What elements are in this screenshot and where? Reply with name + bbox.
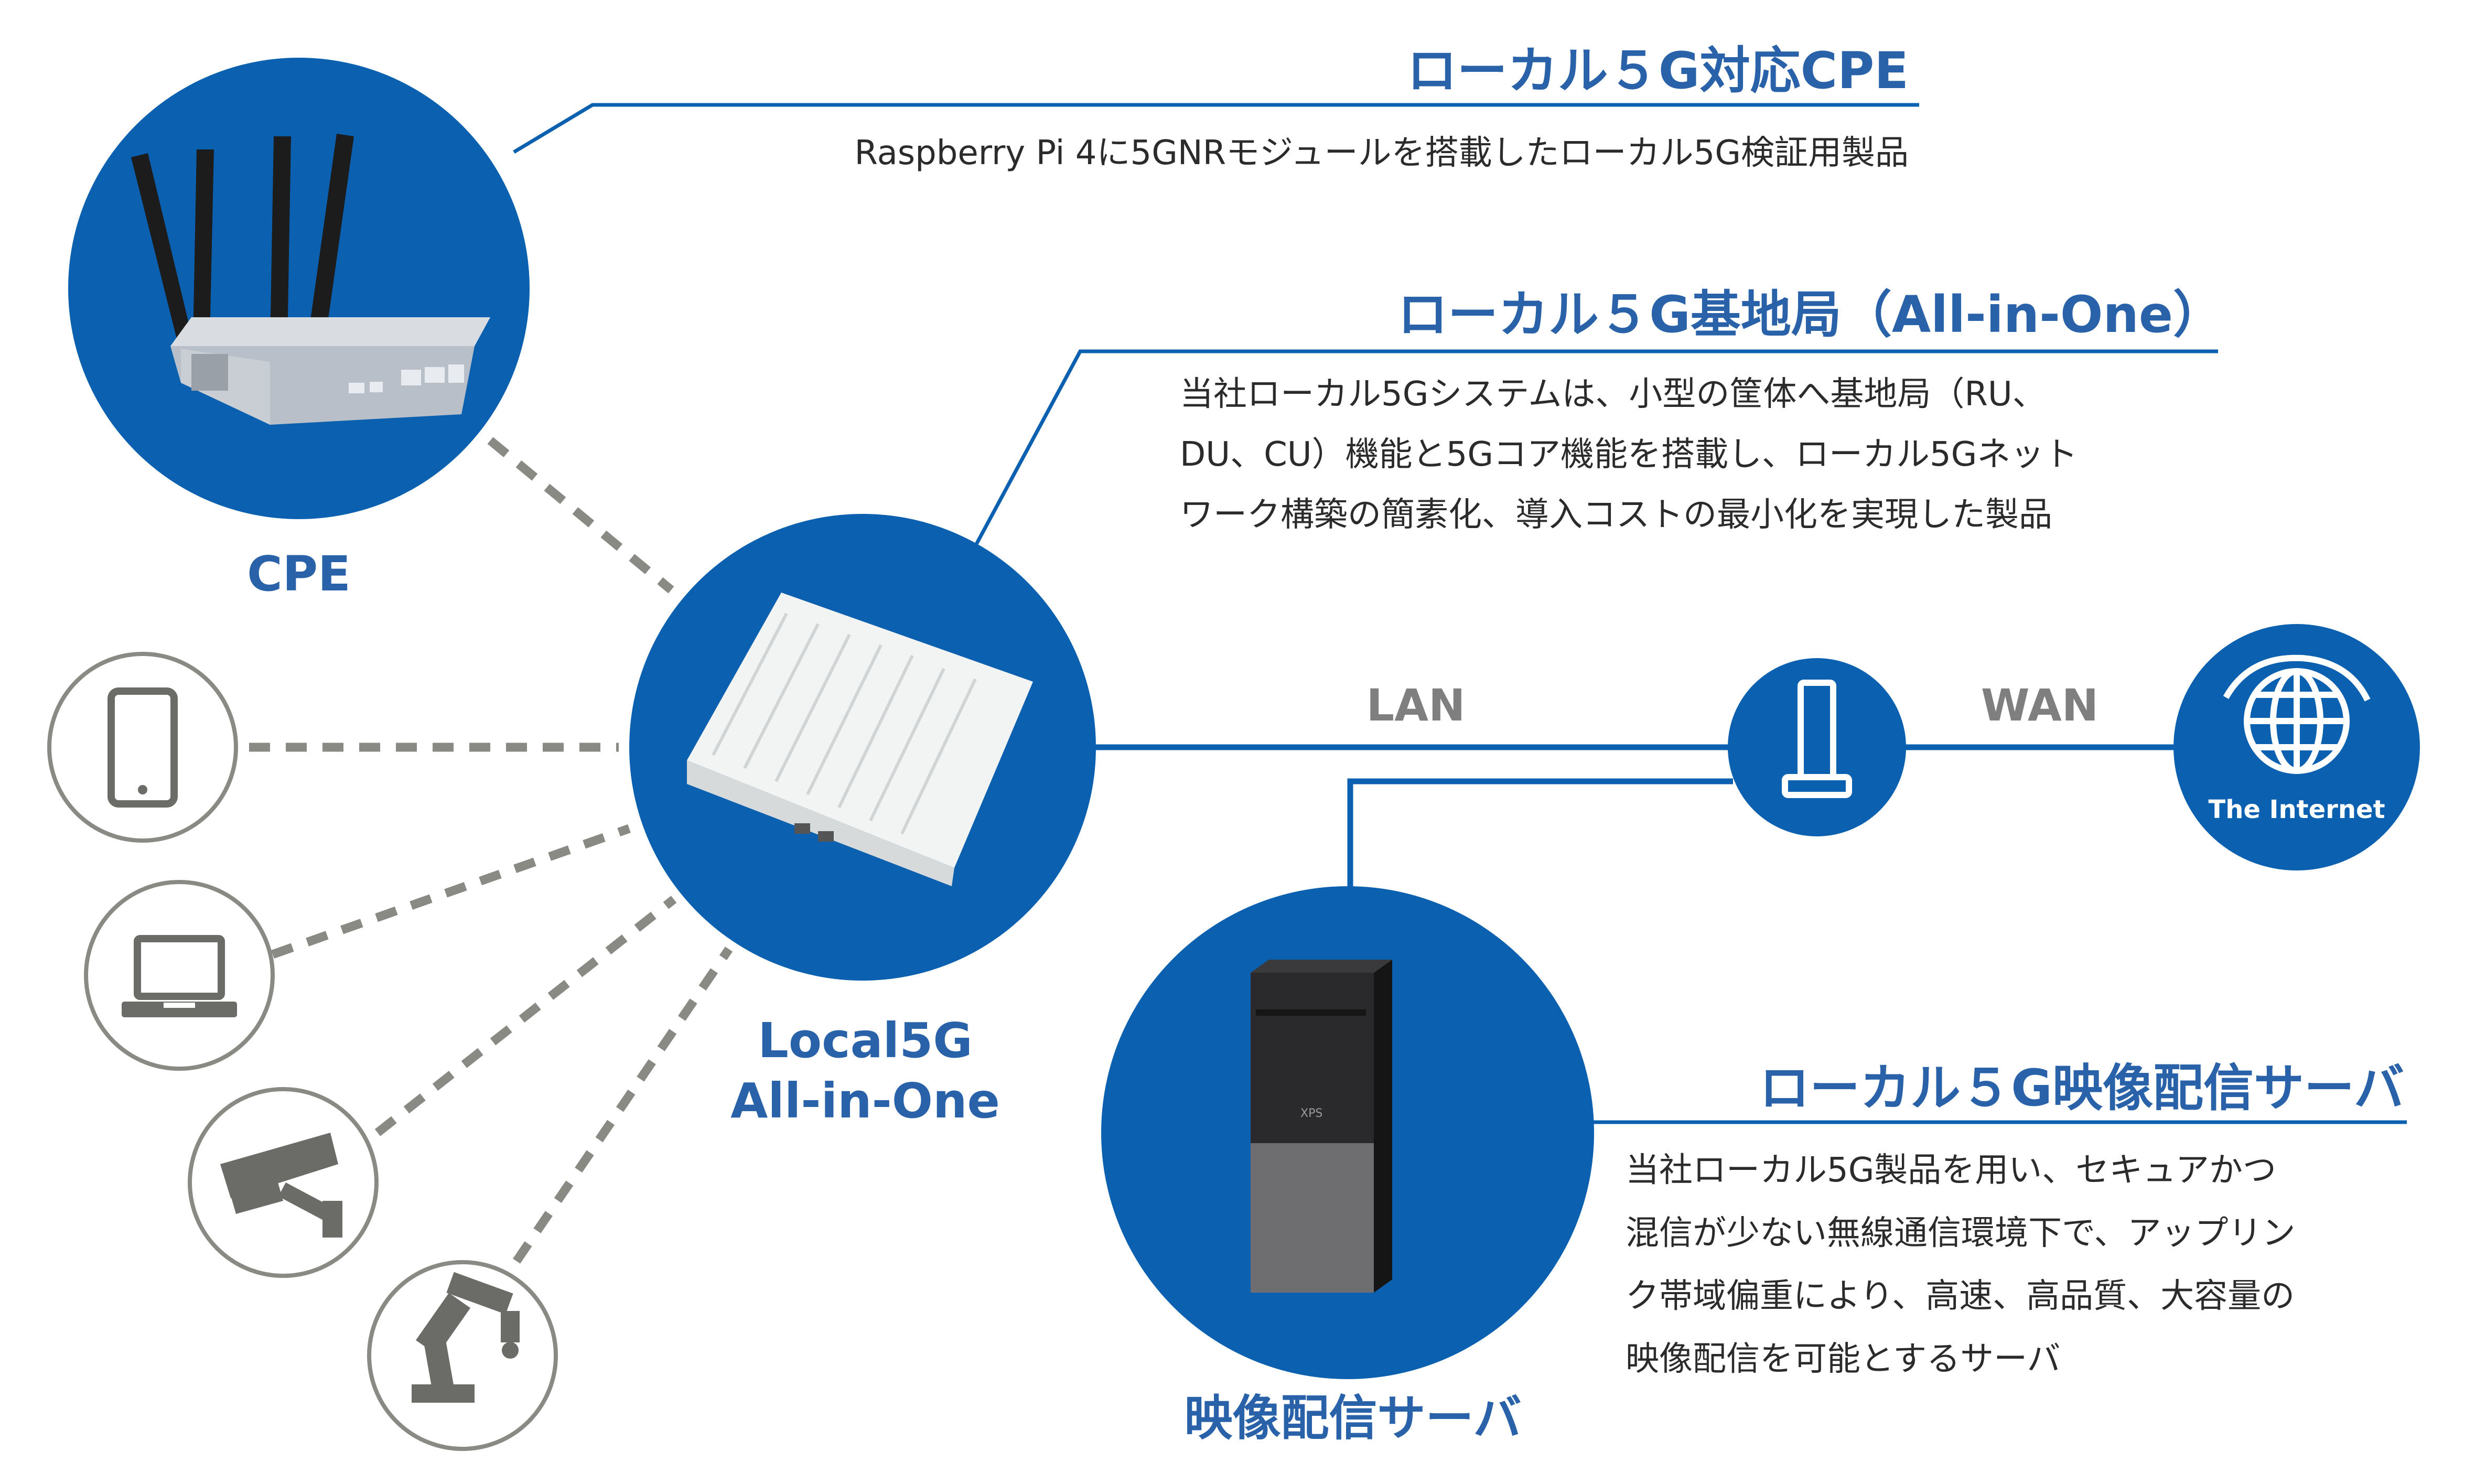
security-camera-icon	[220, 1133, 342, 1238]
smartphone-icon	[107, 687, 178, 808]
server-tower-image: XPS	[1251, 960, 1392, 1293]
internet-node: The Internet	[2173, 624, 2420, 870]
allinone-leader-line	[968, 349, 2218, 557]
allinone-heading: ローカル５G基地局（All-in-One）	[1397, 285, 2223, 344]
device-laptop	[84, 880, 275, 1071]
device-robot	[367, 1260, 558, 1451]
allinone-node	[629, 514, 1096, 981]
router-circle	[1728, 658, 1906, 836]
server-case-text: XPS	[1300, 1107, 1322, 1120]
cpe-description: Raspberry Pi 4に5GNRモジュールを搭載したローカル5G検証用製品	[854, 134, 1909, 173]
cpe-circle	[68, 58, 530, 519]
allinone-label-line-1: Local5G	[758, 1013, 973, 1069]
robot-wireless-link	[512, 947, 733, 1264]
server-heading: ローカル５G映像配信サーバ	[1759, 1059, 2404, 1117]
cpe-leader-line	[513, 103, 1919, 154]
robot-arm-icon	[412, 1272, 520, 1403]
allinone-description-line-1: 当社ローカル5Gシステムは、小型の筐体へ基地局（RU、	[1180, 375, 2046, 414]
allinone-label-line-2: All-in-One	[730, 1073, 1000, 1129]
cpe-wireless-link	[487, 437, 674, 594]
laptop-icon	[122, 935, 237, 1017]
server-uplink-line	[1347, 778, 1733, 905]
connector-lines	[513, 103, 2407, 1124]
lan-label: LAN	[1366, 680, 1466, 731]
camera-wireless-link	[374, 896, 677, 1136]
allinone-description-line-2: DU、CU）機能と5Gコア機能を搭載し、ローカル5Gネット	[1180, 435, 2078, 474]
allinone-device-image	[687, 593, 1033, 886]
router-icon	[1782, 680, 1852, 798]
globe-icon	[2223, 654, 2371, 774]
wireless-links	[249, 437, 733, 1264]
server-description-line-2: 混信が少ない無線通信環境下で、アップリン	[1626, 1214, 2296, 1253]
server-description-line-1: 当社ローカル5G製品を用い、セキュアかつ	[1626, 1151, 2277, 1190]
allinone-description-line-3: ワーク構築の簡素化、導入コストの最小化を実現した製品	[1180, 496, 2052, 534]
cpe-device-image	[131, 134, 490, 425]
server-description-line-3: ク帯域偏重により、高速、高品質、大容量の	[1626, 1277, 2295, 1316]
cpe-heading: ローカル５G対応CPE	[1406, 41, 1909, 100]
device-smartphone	[47, 652, 238, 843]
cpe-node	[68, 58, 530, 519]
server-label: 映像配信サーバ	[1184, 1390, 1522, 1446]
laptop-wireless-link	[271, 824, 631, 959]
server-description-line-4: 映像配信を可能とするサーバ	[1626, 1340, 2061, 1379]
router-node	[1728, 658, 1906, 836]
internet-label: The Internet	[2208, 795, 2385, 824]
wan-label: WAN	[1981, 680, 2099, 731]
device-camera	[188, 1087, 379, 1278]
cpe-label: CPE	[247, 546, 351, 602]
server-node: XPS	[1101, 886, 1594, 1379]
